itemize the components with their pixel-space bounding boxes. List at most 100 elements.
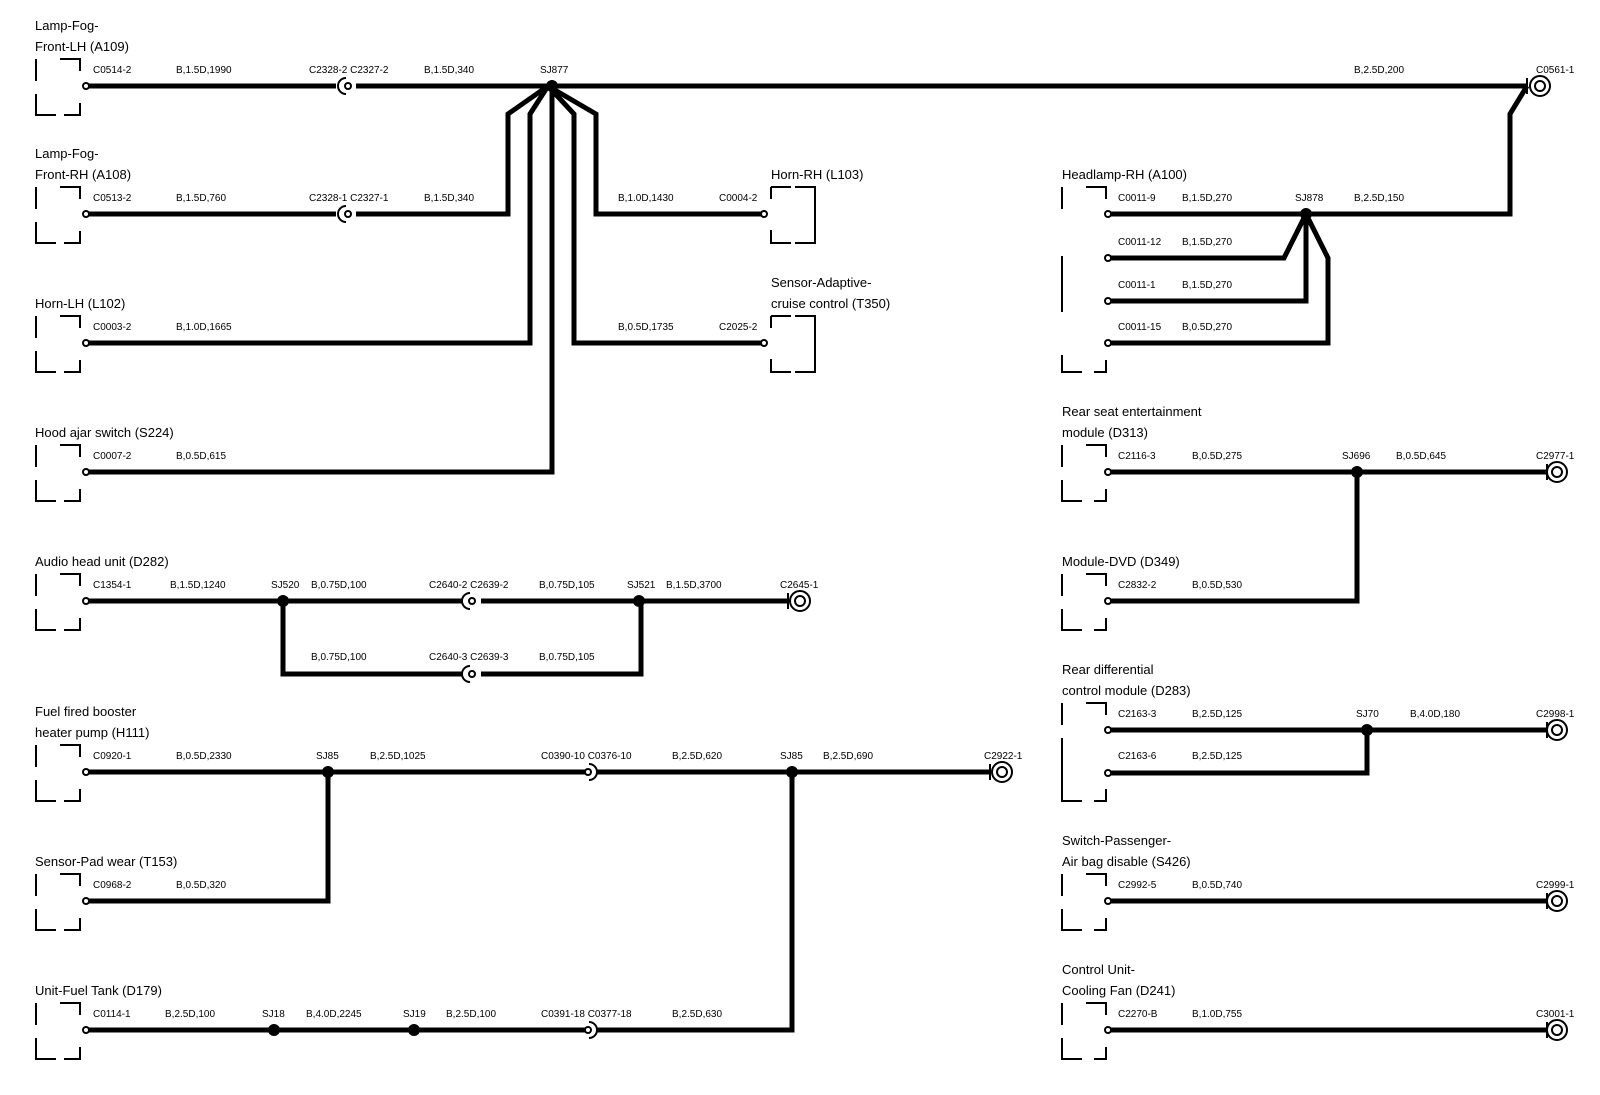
component-s224: Hood ajar switch (S224): [35, 425, 174, 440]
wire-spec-label: B,2.5D,630: [672, 1009, 722, 1020]
connector-label: C0011-1: [1118, 280, 1156, 291]
connector-label: C0007-2: [93, 451, 132, 462]
component-box-a109: [35, 58, 81, 116]
component-box-s224: [35, 444, 81, 502]
wire-spec-label: B,2.5D,150: [1354, 193, 1404, 204]
component-box-d313: [1061, 444, 1107, 502]
pin-terminals: [82, 82, 1112, 1034]
component-d283-line2: control module (D283): [1062, 683, 1191, 698]
component-d313-line1: Rear seat entertainment: [1062, 404, 1202, 419]
connector-label: C0011-15: [1118, 322, 1162, 333]
splice-sj696: [1351, 466, 1363, 478]
component-a100: Headlamp-RH (A100): [1062, 167, 1187, 182]
wire-spec-label: B,1.5D,3700: [666, 580, 722, 591]
component-box-d241: [1061, 1002, 1107, 1060]
splice-label: SJ18: [262, 1009, 285, 1020]
connector-label: C0390-10 C0376-10: [541, 751, 632, 762]
component-a109-line1: Lamp-Fog-: [35, 18, 99, 33]
inline-connectors: [337, 77, 598, 1039]
connector-label: C2163-3: [1118, 709, 1157, 720]
component-s426-line1: Switch-Passenger-: [1062, 833, 1171, 848]
component-t350-line2: cruise control (T350): [771, 296, 890, 311]
component-box-d349: [1061, 573, 1107, 631]
connector-label: C2977-1: [1536, 451, 1575, 462]
component-d241-line1: Control Unit-: [1062, 962, 1135, 977]
wire-spec-label: B,0.5D,320: [176, 880, 226, 891]
connector-label: C0391-18 C0377-18: [541, 1009, 632, 1020]
component-box-d179: [35, 1002, 81, 1060]
wire-spec-label: B,2.5D,100: [165, 1009, 215, 1020]
inline-connector-c0391-18: [584, 1021, 598, 1039]
connector-label: C2922-1: [984, 751, 1023, 762]
connector-label: C0011-12: [1118, 237, 1162, 248]
wire-spec-label: B,0.5D,2330: [176, 751, 232, 762]
wire-spec-label: B,1.0D,755: [1192, 1009, 1242, 1020]
connector-label: C1354-1: [93, 580, 132, 591]
inline-connector-c2328-2: [337, 77, 352, 95]
connector-label: C2640-3 C2639-3: [429, 652, 509, 663]
connector-label: C2998-1: [1536, 709, 1575, 720]
wire-spec-label: B,0.75D,105: [539, 652, 595, 663]
connector-label: C2270-B: [1118, 1009, 1158, 1020]
splices: [268, 80, 1373, 1036]
splice-sj521: [633, 595, 645, 607]
wire-spec-label: B,1.5D,270: [1182, 193, 1232, 204]
wire-t153-to-sj85: [86, 772, 331, 904]
component-a108-line1: Lamp-Fog-: [35, 146, 99, 161]
wire-spec-label: B,1.5D,340: [424, 193, 474, 204]
component-t153: Sensor-Pad wear (T153): [35, 854, 177, 869]
splice-label: SJ696: [1342, 451, 1371, 462]
component-d282: Audio head unit (D282): [35, 554, 169, 569]
inline-connector-c2640-2: [461, 592, 476, 610]
splice-label: SJ877: [540, 65, 569, 76]
connector-label: C0003-2: [93, 322, 132, 333]
connector-label: C2025-2: [719, 322, 758, 333]
wire-spec-label: B,2.5D,690: [823, 751, 873, 762]
component-box-d283: [1061, 702, 1107, 802]
splice-sj70: [1361, 724, 1373, 736]
splice-sj85-b: [786, 766, 798, 778]
splice-sj878: [1300, 208, 1312, 220]
wire-spec-label: B,0.5D,275: [1192, 451, 1242, 462]
component-box-a108: [35, 186, 81, 244]
component-l102: Horn-LH (L102): [35, 296, 125, 311]
splice-label: SJ70: [1356, 709, 1379, 720]
connector-label: C2992-5: [1118, 880, 1157, 891]
wire-spec-label: B,2.5D,100: [446, 1009, 496, 1020]
connector-label: C2328-2 C2327-2: [309, 65, 389, 76]
wire-spec-label: B,4.0D,2245: [306, 1009, 362, 1020]
component-box-a100: [1061, 186, 1107, 373]
ground-terminal-c3001-1: [1546, 1019, 1568, 1041]
wire-spec-label: B,1.0D,1430: [618, 193, 674, 204]
wire-sj520-loop: [280, 601, 644, 677]
splice-sj85-a: [322, 766, 334, 778]
component-s426-line2: Air bag disable (S426): [1062, 854, 1191, 869]
wire-a100-12-to-sj878: [1108, 212, 1309, 261]
wire-labels: C0514-2 B,1.5D,1990 C2328-2 C2327-2 B,1.…: [93, 65, 1575, 1020]
wire-spec-label: B,0.5D,1735: [618, 322, 674, 333]
connector-label: C0514-2: [93, 65, 132, 76]
ground-terminal-c2645-1: [787, 590, 811, 612]
ground-terminals: [787, 75, 1568, 1041]
inline-connector-c2328-1: [337, 205, 352, 223]
component-l103: Horn-RH (L103): [771, 167, 863, 182]
splice-sj18: [268, 1024, 280, 1036]
connector-label: C3001-1: [1536, 1009, 1575, 1020]
wire-spec-label: B,1.5D,760: [176, 193, 226, 204]
wire-spec-label: B,1.5D,1990: [176, 65, 232, 76]
connector-label: C0114-1: [93, 1009, 131, 1020]
wire-spec-label: B,0.5D,530: [1192, 580, 1242, 591]
connector-label: C2640-2 C2639-2: [429, 580, 509, 591]
wire-spec-label: B,0.5D,270: [1182, 322, 1232, 333]
component-box-l103: [770, 186, 816, 244]
wire-spec-label: B,1.5D,1240: [170, 580, 226, 591]
splice-label: SJ520: [271, 580, 300, 591]
component-box-t350: [770, 315, 816, 373]
ground-terminal-c2999-1: [1546, 890, 1568, 912]
component-d349: Module-DVD (D349): [1062, 554, 1180, 569]
wire-sj877-to-l103: [546, 83, 764, 217]
wire-spec-label: B,1.5D,340: [424, 65, 474, 76]
splice-sj520: [277, 595, 289, 607]
connector-label: C2116-3: [1118, 451, 1156, 462]
